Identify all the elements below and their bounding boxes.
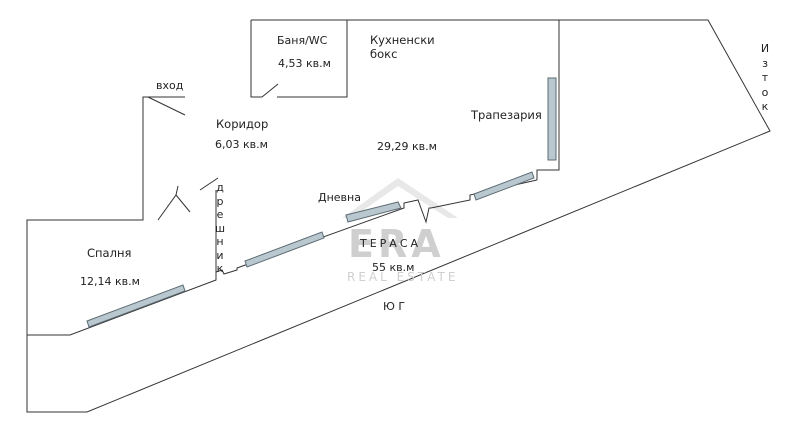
dining-label: Трапезария: [471, 108, 542, 122]
window-dining: [547, 77, 557, 161]
living-area: 29,29 кв.м: [377, 140, 437, 153]
corridor-label: Коридор: [216, 117, 269, 131]
wardrobe-label: д р е ш н и к: [214, 181, 226, 275]
windows: [86, 77, 557, 328]
bath-label: Баня/WC: [277, 34, 328, 47]
walls: [26, 19, 771, 413]
kitchen-label-1: Кухненски: [370, 33, 435, 47]
window-living: [345, 201, 402, 223]
kitchen-wall: [536, 20, 560, 180]
bath-wall: [250, 20, 262, 98]
window-bedroom: [86, 284, 186, 328]
terrace-label: ТЕРАСА: [360, 237, 422, 250]
watermark-logo-text: ERA: [348, 222, 445, 266]
bath-wall-right: [277, 20, 348, 98]
entrance-door: [147, 96, 186, 116]
bedroom-door-swing: [157, 194, 191, 221]
wardrobe-wall-top: [199, 177, 219, 191]
window-living-left: [244, 231, 325, 268]
south-label: Ю Г: [383, 300, 406, 313]
bedroom-area: 12,14 кв.м: [80, 275, 140, 288]
watermark-tagline: REAL ESTATE: [347, 270, 459, 284]
bath-area: 4,53 кв.м: [278, 57, 331, 70]
bedroom-label: Спалня: [87, 246, 132, 260]
living-label: Дневна: [318, 191, 361, 204]
outer-wall: [26, 19, 771, 413]
terrace-area: 55 кв.м: [372, 261, 415, 274]
window-terrace-right: [473, 171, 535, 201]
east-label: И з т о к: [760, 42, 770, 113]
kitchen-label-2: бокс: [370, 47, 398, 61]
entrance-label: вход: [156, 79, 184, 92]
corridor-area: 6,03 кв.м: [215, 138, 268, 151]
bath-door: [261, 83, 279, 98]
